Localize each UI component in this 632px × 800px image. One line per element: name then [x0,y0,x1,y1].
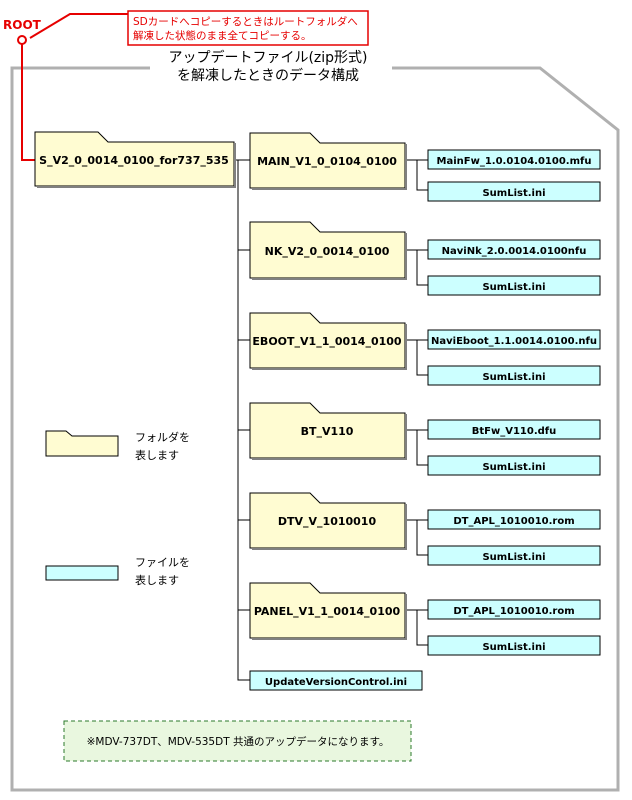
folder-dtv[interactable]: DTV_V_1010010 [249,492,407,550]
file-update-version-control-box [249,670,423,691]
root-folder-label: S_V2_0_0014_0100_for737_535 [39,154,229,167]
folder-bt-label: BT_V110 [301,425,354,438]
legend-folder-icon [45,430,119,457]
file-eboot-firmware-box [427,329,601,350]
folder-nk[interactable]: NK_V2_0_0014_0100 [249,221,407,280]
file-eboot-sumlist-label: SumList.ini [482,372,545,383]
file-eboot-firmware[interactable]: NaviEboot_1.1.0014.0100.nfu [427,329,601,350]
file-dtv-firmware-box [427,509,601,530]
root-label: ROOT [3,18,42,32]
file-panel-firmware[interactable]: DT_APL_1010010.rom [427,599,601,620]
file-main-sumlist[interactable]: SumList.ini [427,181,601,202]
folder-eboot-shadow [252,324,407,370]
folder-nk-shape [249,221,406,279]
file-nk-firmware-box [427,239,601,260]
file-dtv-firmware[interactable]: DT_APL_1010010.rom [427,509,601,530]
callout-box [127,10,369,46]
folder-bt[interactable]: BT_V110 [249,402,407,460]
legend-file-line1: ファイルを [135,556,190,569]
folder-main-shape [249,132,406,189]
file-nk-firmware[interactable]: NaviNk_2.0.0014.0100nfu [427,239,601,260]
folder-bt-shadow [252,414,407,460]
note-text: ※MDV-737DT、MDV-535DT 共通のアップデータになります。 [87,735,390,748]
file-panel-sumlist[interactable]: SumList.ini [427,635,601,656]
file-panel-sumlist-box [427,635,601,656]
legend-folder-line2: 表します [135,448,179,462]
folder-eboot-label: EBOOT_V1_1_0014_0100 [252,335,402,348]
file-eboot-sumlist[interactable]: SumList.ini [427,365,601,386]
legend-file: ファイルを 表します [45,556,190,587]
folder-panel-shadow [252,594,407,640]
file-bt-firmware[interactable]: BtFw_V110.dfu [427,419,601,440]
file-bt-sumlist[interactable]: SumList.ini [427,455,601,476]
file-main-sumlist-box [427,181,601,202]
file-nk-firmware-label: NaviNk_2.0.0014.0100nfu [442,246,587,257]
folder-panel-shape [249,582,406,639]
file-main-firmware[interactable]: MainFw_1.0.0104.0100.mfu [427,149,601,170]
file-main-sumlist-label: SumList.ini [482,188,545,199]
file-main-firmware-label: MainFw_1.0.0104.0100.mfu [437,156,592,167]
diagram-title-line2: を解凍したときのデータ構成 [177,67,359,84]
root-marker [17,35,27,45]
file-main-firmware-box [427,149,601,170]
file-bt-sumlist-box [427,455,601,476]
folder-eboot-shape [249,312,406,369]
root-folder-shadow [37,143,236,188]
folder-eboot[interactable]: EBOOT_V1_1_0014_0100 [249,312,407,370]
file-bt-firmware-label: BtFw_V110.dfu [472,426,557,437]
folder-dtv-shadow [252,504,407,550]
file-dtv-sumlist[interactable]: SumList.ini [427,545,601,566]
folder-main-label: MAIN_V1_0_0104_0100 [257,155,397,168]
file-bt-sumlist-label: SumList.ini [482,462,545,473]
folder-panel-label: PANEL_V1_1_0014_0100 [254,605,401,618]
callout-line2: 解凍した状態のまま全てコピーする。 [133,29,312,42]
folder-dtv-shape [249,492,406,549]
file-dtv-firmware-label: DT_APL_1010010.rom [453,516,574,527]
legend-folder: フォルダを 表します [45,430,190,462]
legend-folder-line1: フォルダを [135,430,190,444]
folder-nk-shadow [252,233,407,280]
file-eboot-firmware-label: NaviEboot_1.1.0014.0100.nfu [431,336,597,347]
folder-panel[interactable]: PANEL_V1_1_0014_0100 [249,582,407,640]
file-nk-sumlist-box [427,275,601,296]
file-nk-sumlist[interactable]: SumList.ini [427,275,601,296]
file-bt-firmware-box [427,419,601,440]
file-panel-sumlist-label: SumList.ini [482,642,545,653]
file-dtv-sumlist-label: SumList.ini [482,552,545,563]
file-eboot-sumlist-box [427,365,601,386]
root-folder-shape [34,131,235,187]
root-folder[interactable]: S_V2_0_0014_0100_for737_535 [34,131,236,188]
folder-main[interactable]: MAIN_V1_0_0104_0100 [249,132,407,190]
file-dtv-sumlist-box [427,545,601,566]
folder-nk-label: NK_V2_0_0014_0100 [265,245,390,258]
folder-main-shadow [252,144,407,190]
note-box-frame [63,720,412,762]
legend-file-line2: 表します [135,573,179,587]
note-box: ※MDV-737DT、MDV-535DT 共通のアップデータになります。 [63,720,412,762]
callout-leader-line [29,13,128,39]
file-nk-sumlist-label: SumList.ini [482,282,545,293]
folder-bt-shape [249,402,406,459]
file-update-version-control-label: UpdateVersionControl.ini [265,677,407,688]
folder-dtv-label: DTV_V_1010010 [278,515,377,528]
diagram-title-line1: アップデートファイル(zip形式) [168,49,367,66]
tree-connector-lines [234,159,428,681]
file-panel-firmware-box [427,599,601,620]
root-connector-line [21,44,35,161]
file-panel-firmware-label: DT_APL_1010010.rom [453,606,574,617]
callout-line1: SDカードへコピーするときはルートフォルダへ [133,15,358,28]
outer-frame [10,66,620,792]
legend-file-icon [45,565,119,581]
file-update-version-control[interactable]: UpdateVersionControl.ini [249,670,423,691]
